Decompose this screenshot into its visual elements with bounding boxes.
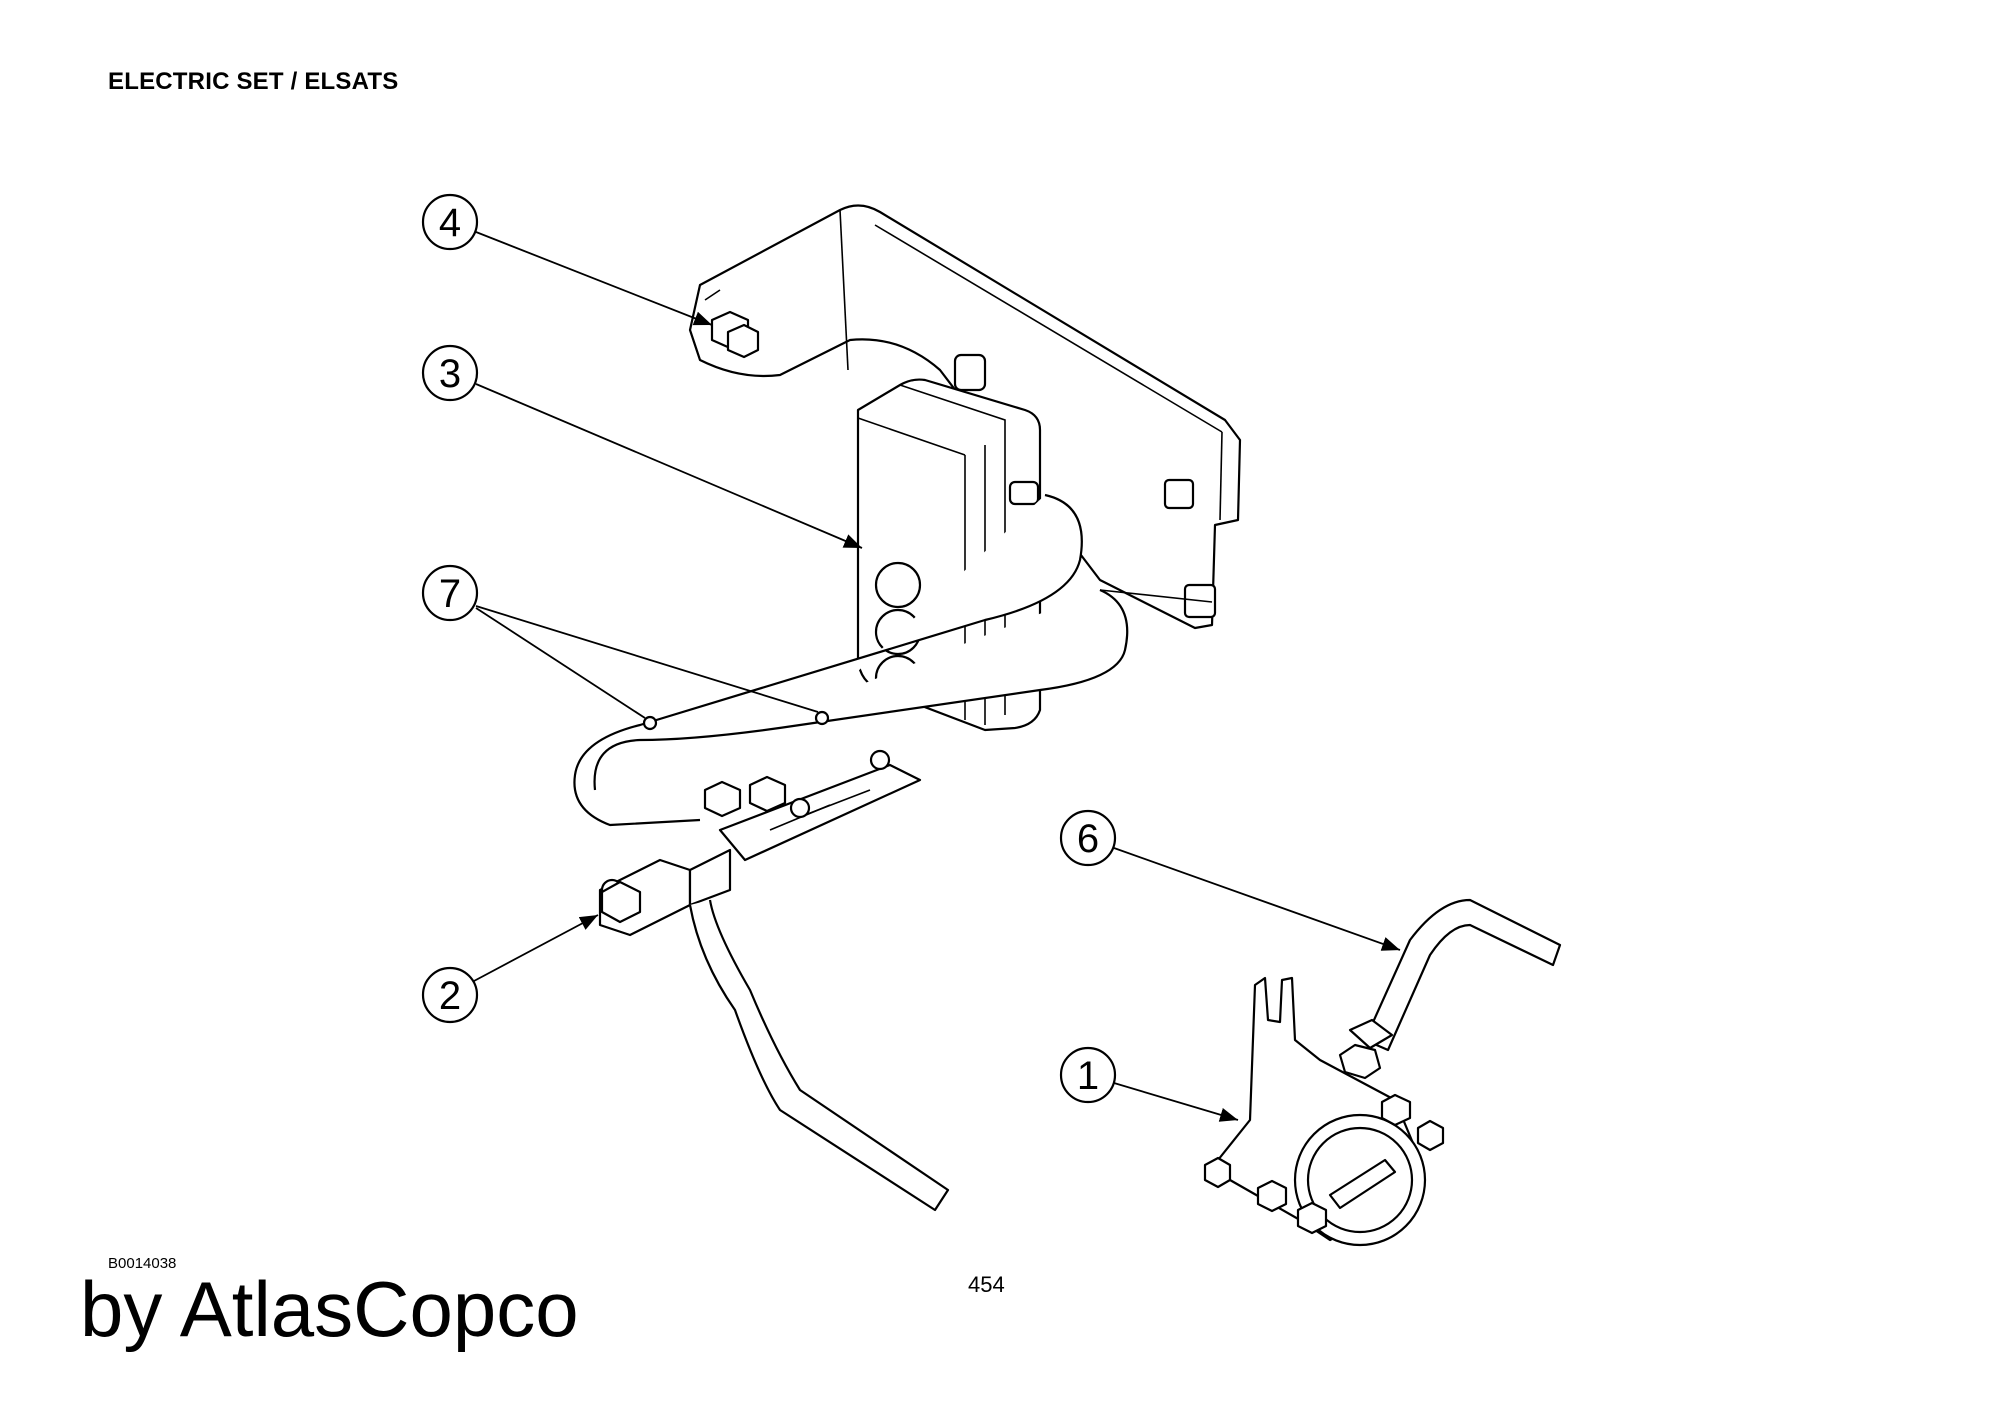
- callout-1: 1: [1059, 1046, 1239, 1122]
- callout-4: 4: [421, 193, 713, 326]
- page-title: ELECTRIC SET / ELSATS: [108, 68, 399, 95]
- bracket-nut: [710, 310, 760, 359]
- brand-mark: by AtlasCopco: [80, 1265, 579, 1353]
- mounting-bracket: [688, 204, 1242, 630]
- page-number: 454: [968, 1272, 1005, 1297]
- cable-harness: [573, 493, 1213, 827]
- callout-label: 7: [439, 572, 461, 616]
- callout-2: 2: [421, 914, 599, 1024]
- drawing-number: B0014038: [108, 1255, 177, 1272]
- callout-3: 3: [421, 344, 863, 549]
- callout-label: 1: [1077, 1054, 1099, 1098]
- callout-label: 6: [1077, 817, 1099, 861]
- callout-label: 2: [439, 974, 461, 1018]
- callout-6: 6: [1059, 809, 1401, 951]
- cable: [1363, 898, 1562, 1052]
- callout-label: 3: [439, 352, 461, 396]
- clamp-bracket: [598, 749, 950, 1212]
- callout-label: 4: [439, 201, 461, 245]
- callout-7: 7: [421, 564, 819, 719]
- switch-assembly: [1203, 976, 1445, 1247]
